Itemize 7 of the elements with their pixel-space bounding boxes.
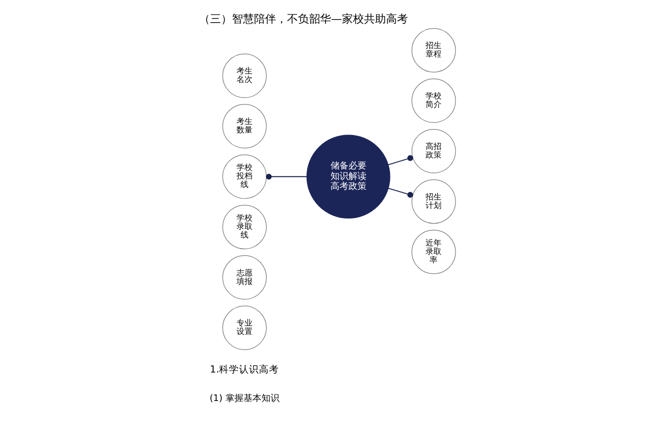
connector [266,173,308,180]
diagram-title: （三）智慧陪伴，不负韶华—家校共助高考 [198,12,408,26]
label: (1) 掌握基本知识 [210,394,280,404]
connector [388,187,414,198]
label: 1.科学认识高考 [210,364,280,376]
node-circle: 储备必要知识解读高考政策 [306,134,390,218]
connector [388,154,414,165]
